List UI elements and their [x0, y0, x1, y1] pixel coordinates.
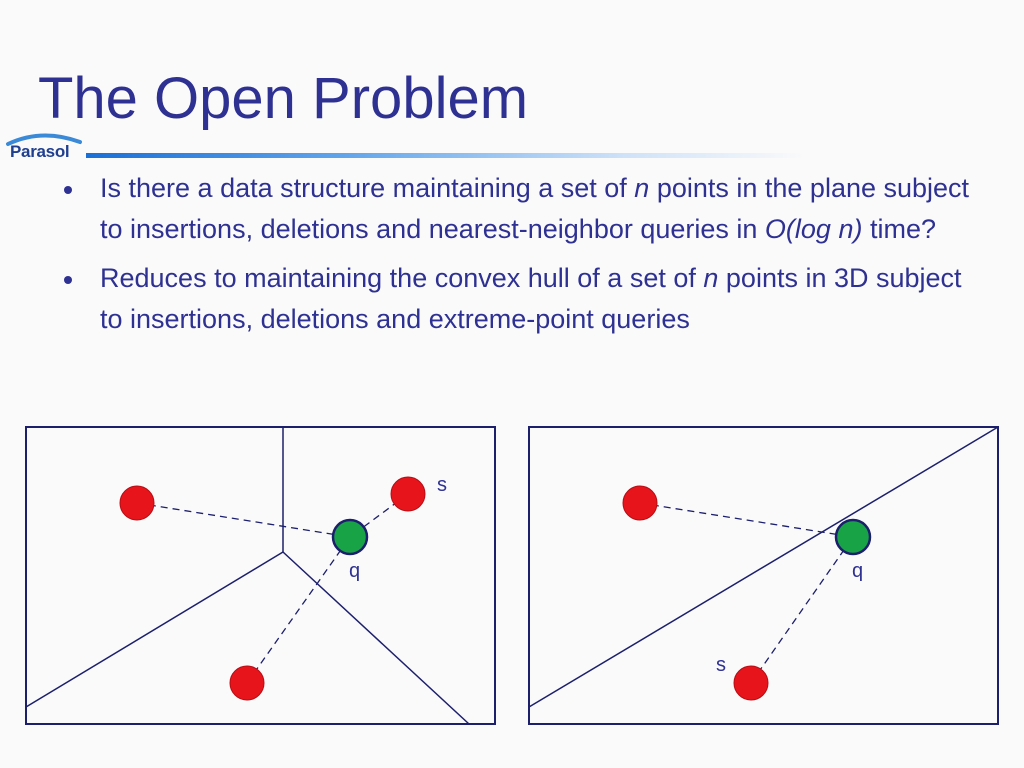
title-divider: [86, 153, 806, 158]
voronoi-frame: [25, 426, 496, 725]
site-point-s: [733, 665, 769, 701]
distance-line-bottom: [246, 536, 351, 684]
bullet-item-1: Is there a data structure maintaining a …: [60, 168, 980, 250]
slide-title: The Open Problem: [38, 66, 529, 131]
site-point-s: [390, 476, 426, 512]
label-s: s: [437, 474, 447, 496]
label-s: s: [716, 654, 726, 676]
label-q: q: [349, 560, 360, 582]
bullet-1-part-5: time?: [862, 214, 936, 244]
label-q: q: [852, 560, 863, 582]
site-point-left: [119, 485, 155, 521]
logo-arc-icon: [6, 133, 82, 146]
voronoi-edge-right: [282, 551, 470, 725]
distance-line-left: [639, 502, 854, 538]
bullet-1-part-3: points in the plane subject to insertion…: [100, 173, 970, 244]
site-point-left: [622, 485, 658, 521]
bullet-1-part-1: Is there a data structure maintaining a …: [100, 173, 635, 203]
bullet-list: Is there a data structure maintaining a …: [60, 168, 980, 348]
voronoi-diagram: s q: [25, 426, 496, 725]
voronoi-edge-left: [25, 551, 284, 708]
distance-line-left: [136, 502, 351, 538]
parasol-logo: Parasol: [2, 130, 86, 166]
bullet-2-part-2: n: [703, 263, 719, 293]
extreme-point-diagram: s q: [528, 426, 999, 725]
separating-line: [528, 426, 999, 708]
bullet-2-part-1: Reduces to maintaining the convex hull o…: [100, 263, 704, 293]
bullet-text-2: Reduces to maintaining the convex hull o…: [100, 258, 980, 340]
bullet-icon: [64, 186, 72, 194]
bullet-2-part-3: points in 3D subject to insertions, dele…: [100, 263, 962, 334]
bullet-1-part-4: O(log n): [764, 214, 863, 244]
query-point-q: [331, 518, 369, 556]
distance-line-s: [750, 536, 854, 684]
query-point-q: [834, 518, 872, 556]
site-point-bottom: [229, 665, 265, 701]
bullet-item-2: Reduces to maintaining the convex hull o…: [60, 258, 980, 340]
logo-text: Parasol: [10, 142, 70, 161]
extreme-frame: [528, 426, 999, 725]
bullet-1-part-2: n: [634, 173, 650, 203]
bullet-text-1: Is there a data structure maintaining a …: [100, 168, 980, 250]
bullet-icon: [64, 276, 72, 284]
